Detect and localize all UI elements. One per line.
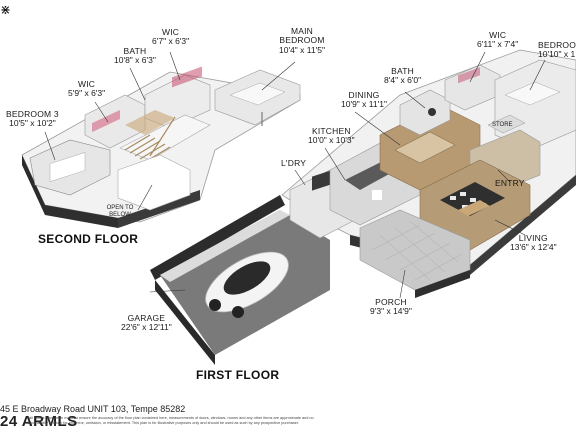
room-label-dining: DINING 10'9" x 11'1" — [341, 90, 387, 110]
second-floor-plan — [21, 66, 301, 228]
first-floor-title: FIRST FLOOR — [196, 368, 280, 382]
room-label-bedroom-3: BEDROOM 3 10'5" x 10'2" — [6, 109, 59, 129]
room-label-bedroom-1f: BEDROOM 10'10" x 1 — [538, 40, 576, 60]
room-label-kitchen: KITCHEN 10'0" x 10'3" — [308, 126, 355, 146]
room-label-wic-1f: WIC 6'11" x 7'4" — [477, 30, 519, 50]
disclaimer-text: ...all efforts have been made to ensure … — [26, 416, 314, 425]
first-floor-plan — [150, 49, 576, 365]
room-label-bath-2f: BATH 10'8" x 6'3" — [114, 46, 156, 66]
room-label-living: LIVING 13'6" x 12'4" — [510, 233, 557, 253]
room-label-entry: ENTRY — [495, 178, 525, 188]
room-label-wic-2f-b: WIC 6'7" x 6'3" — [152, 27, 190, 47]
room-label-wic-2f-a: WIC 5'9" x 6'3" — [68, 79, 106, 99]
room-label-bath-1f: BATH 8'4" x 6'0" — [384, 66, 422, 86]
armls-watermark: 24 ARMLS — [0, 413, 78, 430]
room-label-main-bedroom: MAIN BEDROOM 10'4" x 11'5" — [279, 26, 325, 55]
listing-address: 45 E Broadway Road UNIT 103, Tempe 85282 — [0, 404, 186, 414]
car-graphic — [205, 251, 289, 318]
second-floor-title: SECOND FLOOR — [38, 232, 139, 246]
open-to-below-label: OPEN TO BELOW — [106, 205, 134, 218]
room-label-porch: PORCH 9'3" x 14'9" — [370, 297, 412, 317]
corner-mark: ⋇ — [0, 2, 11, 17]
room-label-garage: GARAGE 22'6" x 12'11" — [121, 313, 172, 333]
store-label: STORE — [492, 122, 513, 128]
room-label-laundry: L'DRY — [281, 158, 307, 168]
